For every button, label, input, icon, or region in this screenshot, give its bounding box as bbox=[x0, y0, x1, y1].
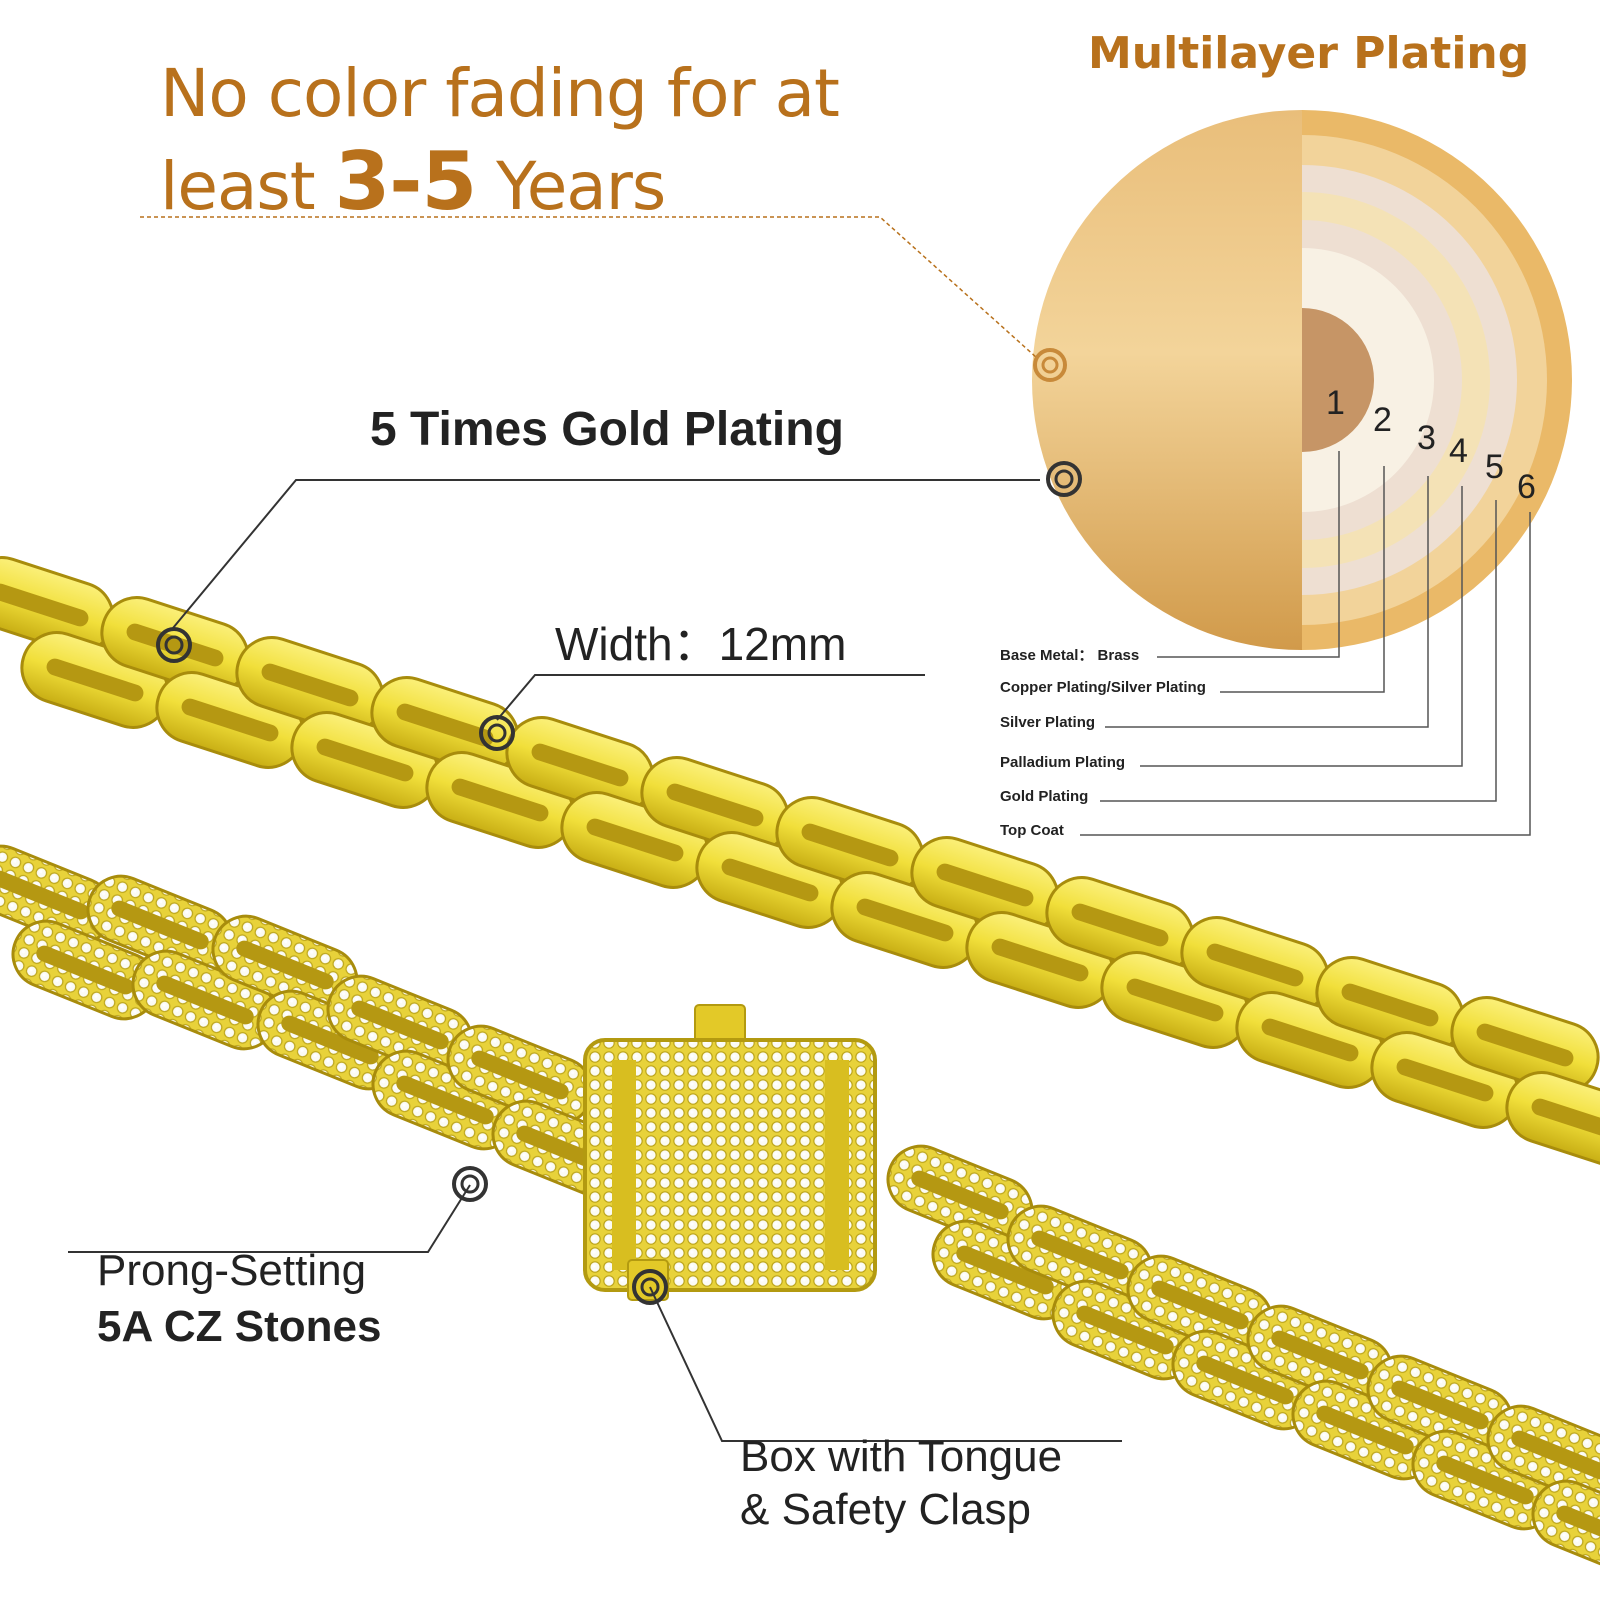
layer-label-1: Base Metal： Brass bbox=[1000, 647, 1140, 664]
layer-label-3: Silver Plating bbox=[1000, 714, 1096, 731]
headline-line1: No color fading for at bbox=[160, 55, 840, 132]
multilayer-title: Multilayer Plating bbox=[1088, 28, 1530, 79]
layer-number-3: 3 bbox=[1417, 419, 1436, 457]
width-label: Width：12mm bbox=[555, 618, 847, 670]
callout-lines bbox=[68, 216, 1531, 1442]
layer-label-2: Copper Plating/Silver Plating bbox=[1000, 679, 1206, 696]
plain-chain-link bbox=[1315, 956, 1465, 1054]
plain-chain-link bbox=[0, 556, 115, 654]
iced-chain-link bbox=[1531, 1479, 1600, 1581]
years-range: 3-5 bbox=[334, 135, 478, 228]
box-clasp bbox=[583, 1004, 877, 1301]
layer-label-4: Palladium Plating bbox=[1000, 754, 1126, 771]
prong-setting-label: Prong-Setting bbox=[97, 1246, 367, 1295]
layer-label-5: Gold Plating bbox=[1000, 788, 1089, 805]
headline-line2: least 3-5 Years bbox=[160, 135, 666, 228]
plain-chain-link bbox=[1505, 1071, 1600, 1169]
clasp-label-line1: Box with Tongue bbox=[740, 1432, 1063, 1481]
plain-chain bbox=[0, 556, 1600, 1169]
layer-number-5: 5 bbox=[1485, 448, 1504, 486]
layer-number-4: 4 bbox=[1449, 432, 1468, 470]
plating-sphere bbox=[1032, 110, 1572, 650]
iced-chain bbox=[0, 844, 1600, 1581]
layer-number-6: 6 bbox=[1517, 468, 1536, 506]
cz-stones-label: 5A CZ Stones bbox=[97, 1302, 382, 1351]
layer-label-6: Top Coat bbox=[1000, 822, 1064, 839]
layer-number-1: 1 bbox=[1326, 384, 1345, 422]
iced-chain-link bbox=[131, 949, 279, 1051]
clasp-label-line2: & Safety Clasp bbox=[740, 1485, 1032, 1534]
marker-dots bbox=[156, 348, 1082, 1305]
plain-chain-link bbox=[235, 636, 385, 734]
layer-number-2: 2 bbox=[1373, 401, 1392, 439]
plain-chain-link bbox=[640, 756, 790, 854]
gold-plating-title: 5 Times Gold Plating bbox=[370, 403, 844, 456]
plain-chain-link bbox=[1180, 916, 1330, 1014]
fading-headline: No color fading for at least 3-5 Years bbox=[160, 50, 840, 231]
